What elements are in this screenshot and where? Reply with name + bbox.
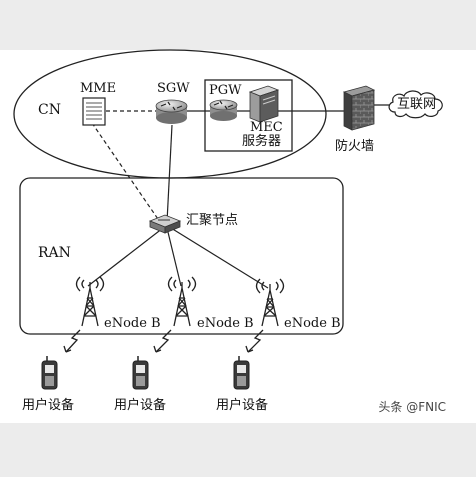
user-device-label-1: 用户设备 <box>22 398 75 413</box>
enodeb-tower-icon-2 <box>167 276 197 327</box>
aggregation-enodeb2-link <box>166 227 182 287</box>
cn-label: CN <box>38 102 61 118</box>
user-device-phone-icon-2 <box>132 356 149 390</box>
mec-server-label: 服务器 <box>242 134 282 149</box>
user-device-label-3: 用户设备 <box>216 398 269 413</box>
ran-label: RAN <box>38 245 71 261</box>
sgw-aggregation-link <box>166 124 173 223</box>
wireless-link-icon-2 <box>153 329 172 353</box>
aggregation-switch-icon <box>148 214 182 234</box>
user-device-label-2: 用户设备 <box>114 398 167 413</box>
user-device-phone-icon-1 <box>41 356 58 390</box>
aggregation-node-label: 汇聚节点 <box>186 213 239 228</box>
pgw-label: PGW <box>209 83 242 98</box>
enodeb-tower-icon-1 <box>75 276 105 327</box>
aggregation-enodeb1-link <box>87 227 164 287</box>
mec-label: MEC <box>250 120 283 135</box>
ran-boundary <box>19 177 344 335</box>
watermark: 头条 @FNIC <box>378 400 446 414</box>
mme-aggregation-dashed-link <box>91 122 161 223</box>
bottom-gray-band <box>0 423 476 477</box>
top-gray-band <box>0 0 476 50</box>
sgw-router-icon <box>155 99 188 124</box>
wireless-link-icon-3 <box>245 329 264 353</box>
enodeb-label-2: eNode B <box>197 316 254 331</box>
pgw-router-icon <box>209 99 238 121</box>
wireless-link-icon-1 <box>63 329 81 353</box>
sgw-label: SGW <box>157 81 190 96</box>
firewall-label: 防火墙 <box>335 139 375 154</box>
enodeb-label-3: eNode B <box>284 316 341 331</box>
internet-cloud-icon <box>388 90 443 119</box>
mme-label: MME <box>80 81 117 96</box>
user-device-phone-icon-3 <box>233 356 250 390</box>
firewall-icon <box>342 85 376 131</box>
mec-server-icon <box>248 85 280 123</box>
aggregation-enodeb3-link <box>170 227 269 289</box>
pgw-mec-box <box>204 79 293 152</box>
mme-server-icon <box>82 97 106 126</box>
enodeb-label-1: eNode B <box>104 316 161 331</box>
enodeb-tower-icon-3 <box>255 278 285 327</box>
internet-label: 互联网 <box>397 97 437 112</box>
